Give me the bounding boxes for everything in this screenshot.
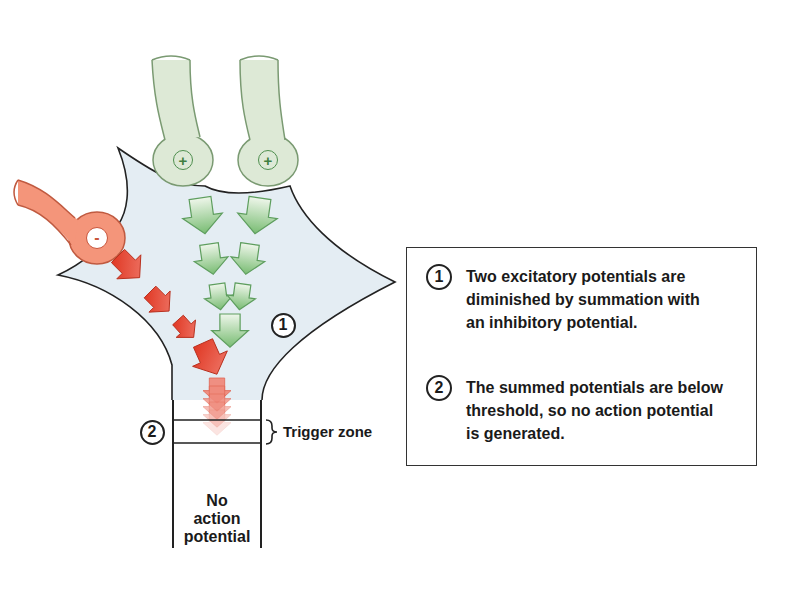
- node-text: The summed potentials are below threshol…: [466, 376, 728, 445]
- arrow: [168, 311, 203, 346]
- axon: No action potential: [172, 400, 262, 548]
- node-text: 1: [435, 269, 444, 285]
- synapse-sign: -: [86, 227, 108, 249]
- synapse-sign: +: [173, 150, 193, 170]
- arrow: [180, 195, 225, 236]
- node-text: Two excitatory potentials are diminished…: [466, 265, 714, 334]
- arrow: [235, 195, 280, 236]
- axon-terminal-edge: [152, 56, 200, 140]
- region-label: Trigger zone: [283, 423, 372, 441]
- callout-number: 1: [271, 313, 296, 338]
- axon-terminal-edge: [14, 180, 75, 245]
- arrow: [212, 314, 249, 347]
- axon-terminal-edge: [240, 56, 285, 140]
- inhibitory-arrows: [106, 244, 234, 382]
- callout-number: 2: [426, 375, 452, 401]
- soma-outline: [58, 148, 395, 400]
- arrow: [192, 242, 230, 277]
- arrow: [229, 242, 267, 277]
- trigger-zone-line: [174, 420, 260, 443]
- arrow: [139, 281, 179, 321]
- arrow: [203, 410, 231, 435]
- node-text: -: [94, 230, 99, 246]
- arrow: [225, 282, 257, 312]
- callout-number: 1: [426, 264, 452, 290]
- node-text: 1: [279, 317, 288, 333]
- node-text: 2: [435, 380, 444, 396]
- arrow: [186, 335, 235, 382]
- node-text: +: [264, 153, 273, 168]
- node-text: No action potential: [182, 492, 252, 546]
- synapse-sign: +: [258, 150, 278, 170]
- arrow: [106, 244, 152, 290]
- excitatory-knob: [153, 134, 213, 186]
- bracket: [266, 420, 277, 444]
- excitatory-knob: [238, 134, 298, 186]
- explanation-box: Two excitatory potentials are diminished…: [406, 247, 757, 466]
- node-text: 2: [148, 424, 157, 440]
- soma-fill: [58, 148, 395, 400]
- node-text: +: [179, 153, 188, 168]
- fading-arrows: [203, 378, 231, 435]
- callout-number: 2: [140, 420, 165, 445]
